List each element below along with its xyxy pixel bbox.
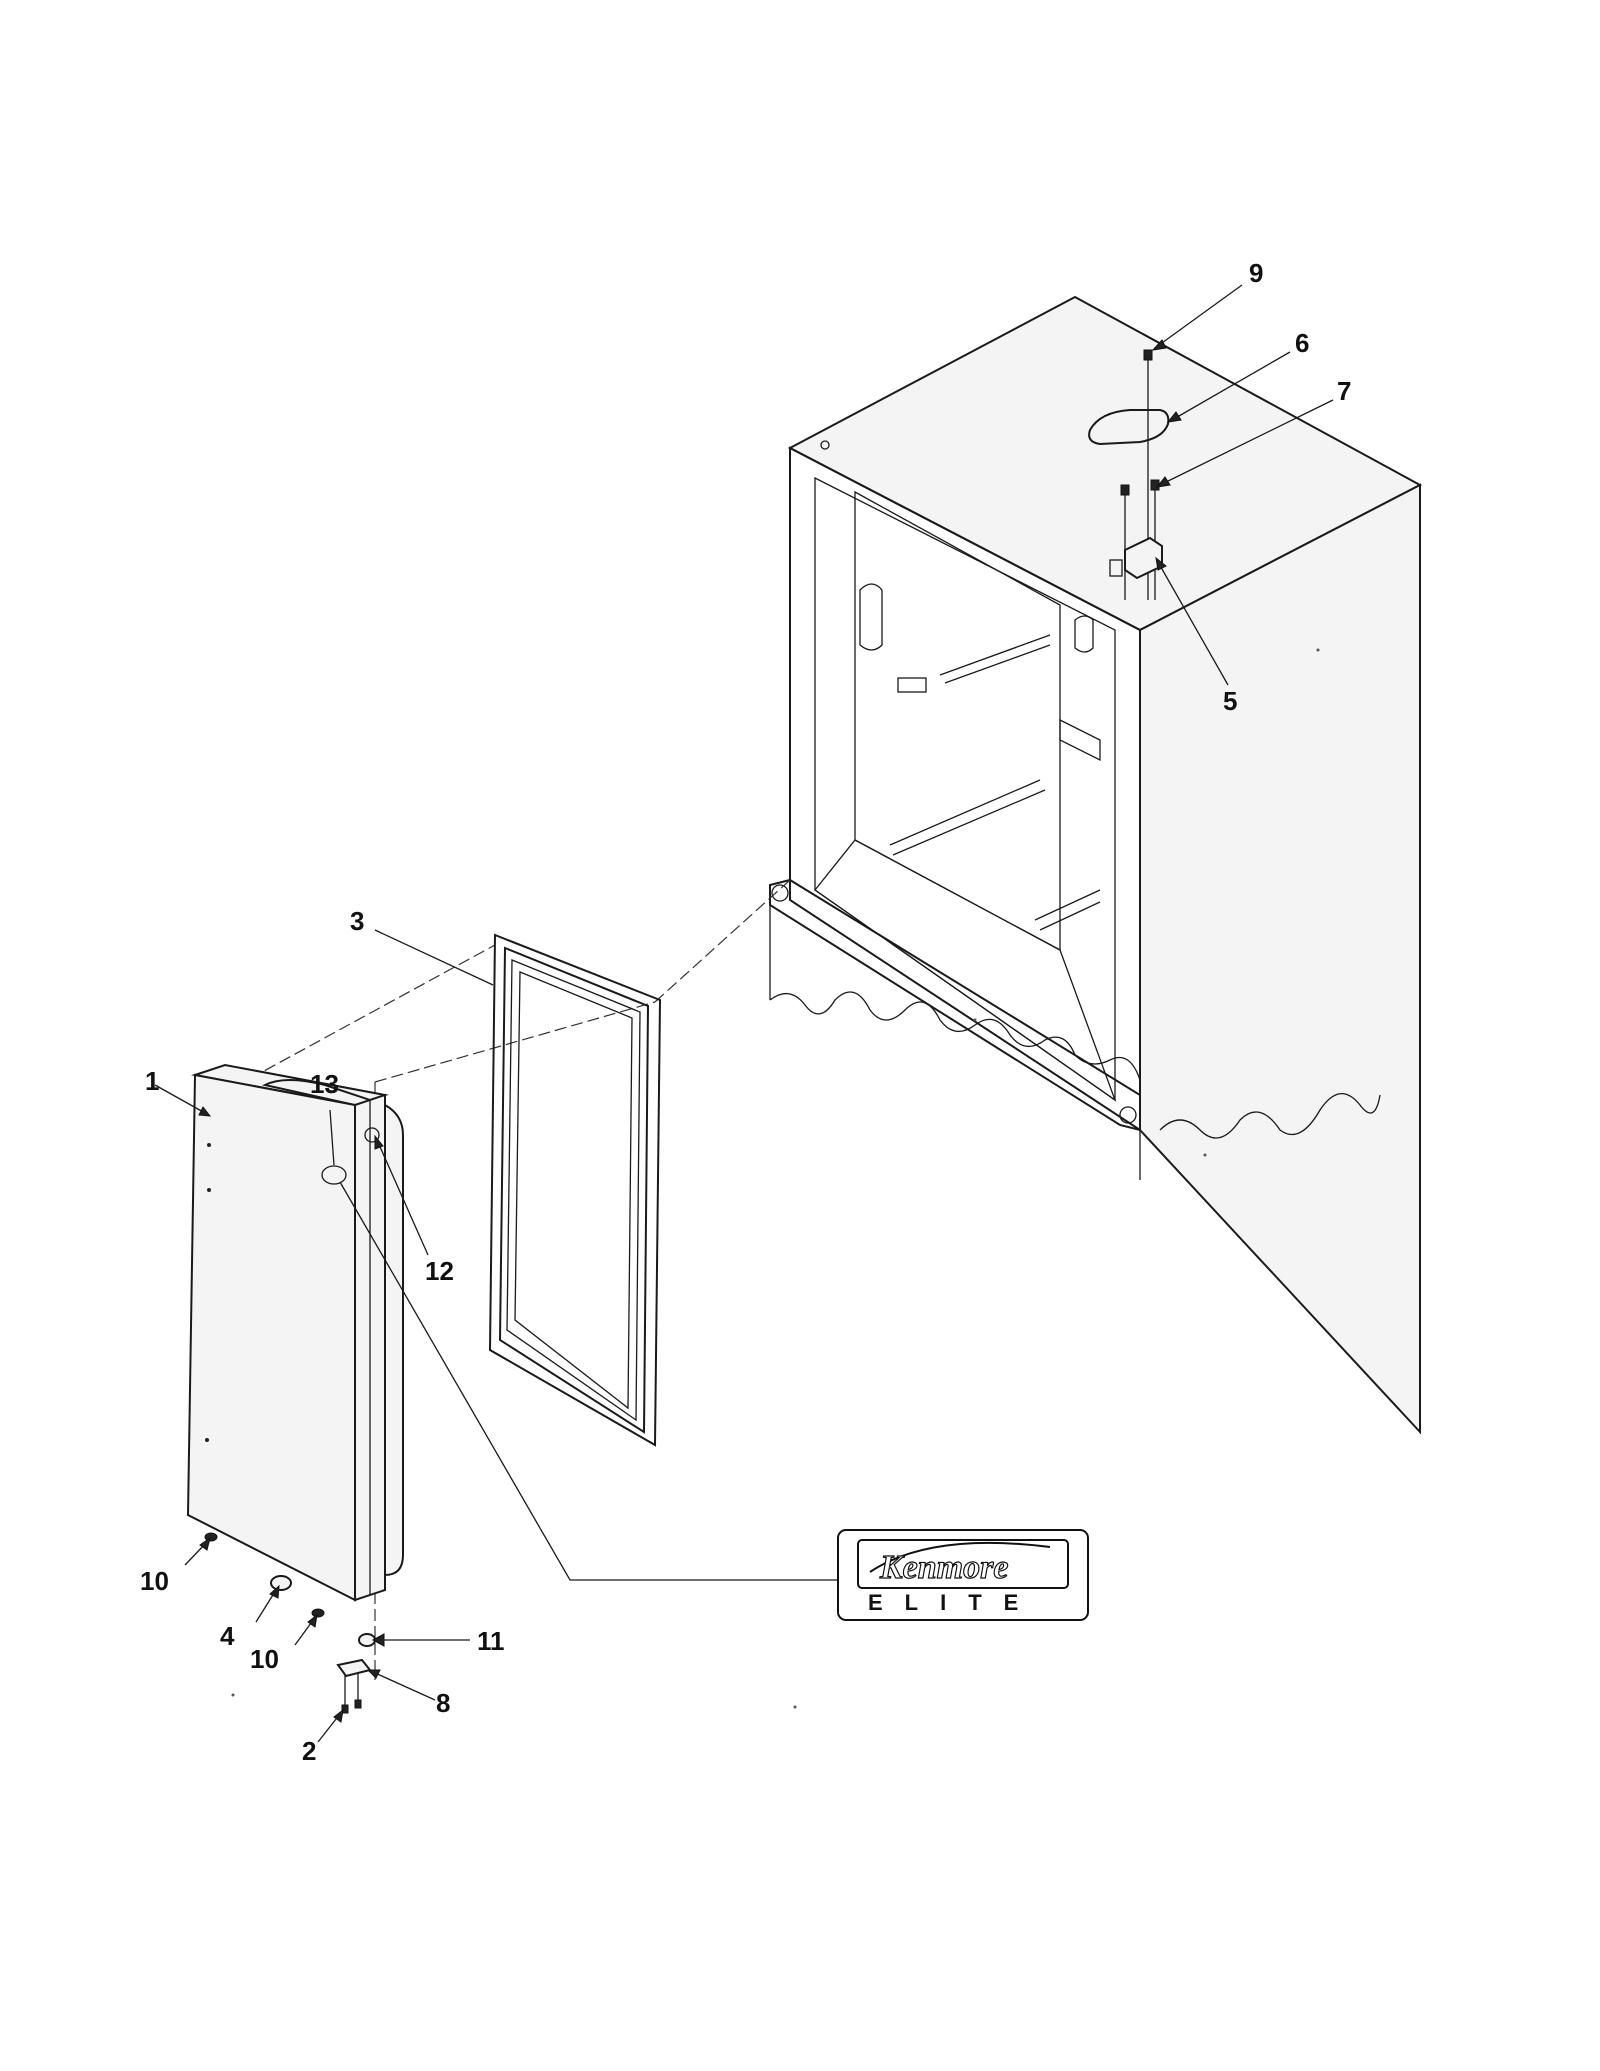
- badge-mount: [321, 1165, 347, 1185]
- door-cam: [270, 1575, 292, 1591]
- callout-4: 4: [220, 1621, 235, 1651]
- callout-9: 9: [1249, 258, 1263, 288]
- door-gasket: [488, 933, 662, 1447]
- cutaway-edge: [769, 991, 1141, 1081]
- callout-7: 7: [1337, 376, 1351, 406]
- badge-sub-text: ELITE: [868, 1590, 1040, 1615]
- callout-1: 1: [145, 1066, 159, 1096]
- callout-2: 2: [302, 1736, 316, 1766]
- refrigerator-cabinet: [769, 295, 1423, 1435]
- callout-6: 6: [1295, 328, 1309, 358]
- callout-labels: 9 6 7 5 3 1 13 12 10 4 10 11 8 2: [140, 258, 1351, 1766]
- cabinet-side: [1139, 483, 1421, 1435]
- hinge-screw: [341, 1704, 349, 1714]
- callout-3: 3: [350, 906, 364, 936]
- callout-10-mid: 10: [250, 1644, 279, 1674]
- callout-12: 12: [425, 1256, 454, 1286]
- kenmore-elite-badge: Kenmore ELITE: [837, 1529, 1089, 1621]
- cabinet-floor: [814, 839, 1117, 1102]
- leader-lines: [154, 284, 1334, 1743]
- callout-13: 13: [310, 1069, 339, 1099]
- callout-5: 5: [1223, 686, 1237, 716]
- door-plug: [364, 1127, 380, 1143]
- top-hinge-assembly: [1088, 349, 1170, 600]
- bottom-hinge: [336, 1658, 372, 1678]
- door-stop-mid: [311, 1608, 325, 1618]
- callout-8: 8: [436, 1688, 450, 1718]
- door: [186, 1063, 404, 1602]
- callout-10-left: 10: [140, 1566, 169, 1596]
- callout-11: 11: [477, 1626, 505, 1656]
- door-front: [186, 1073, 356, 1602]
- badge-brand-text: Kenmore: [879, 1549, 1008, 1586]
